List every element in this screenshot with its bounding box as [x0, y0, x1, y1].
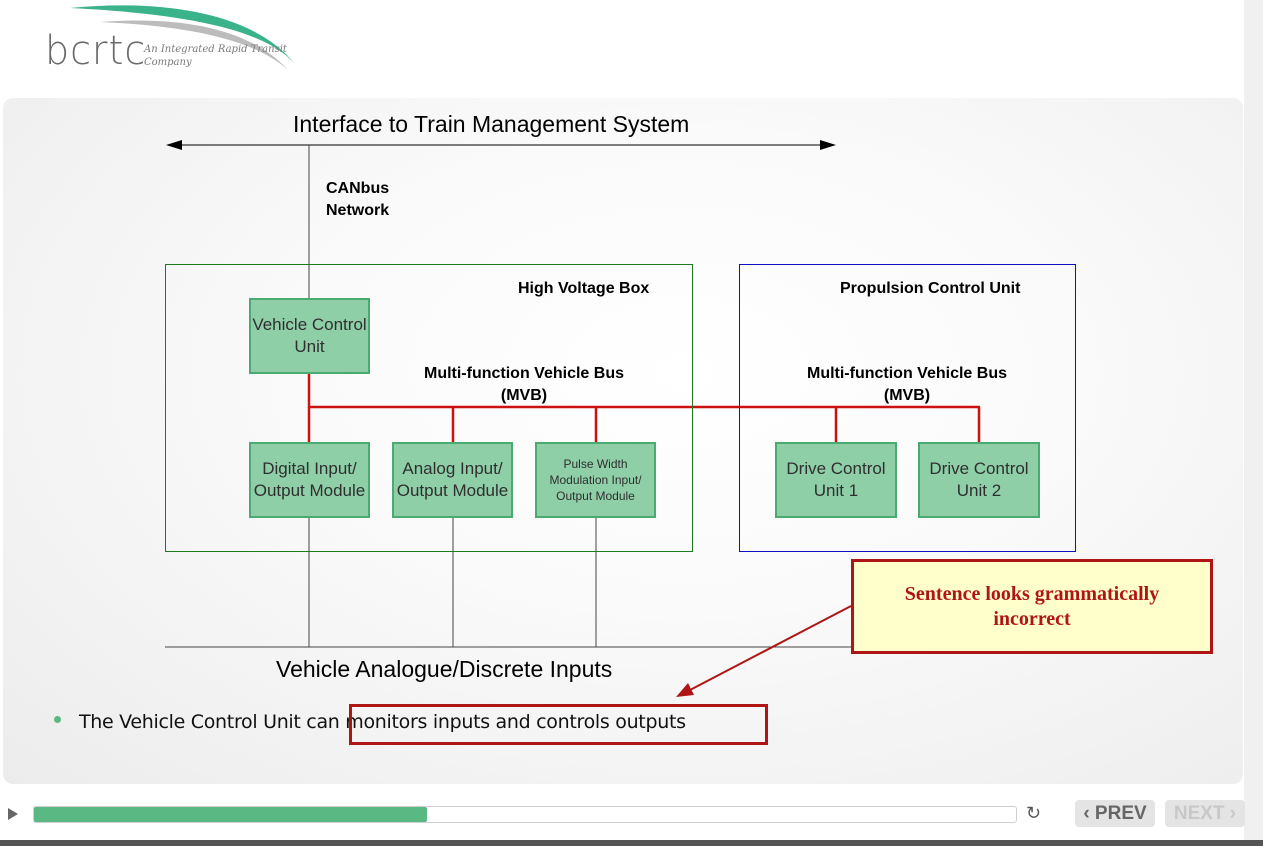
replay-icon[interactable]: ↻	[1026, 803, 1042, 823]
drive-control-unit-2-box: Drive Control Unit 2	[918, 442, 1040, 518]
drive-control-unit-1-box: Drive Control Unit 1	[775, 442, 897, 518]
bottom-strip	[0, 840, 1263, 846]
prev-button[interactable]: ‹ PREV	[1075, 800, 1155, 827]
bullet-text: The Vehicle Control Unit can monitors in…	[79, 711, 686, 733]
bcrtc-logo: bcrtc An Integrated Rapid Transit Compan…	[40, 0, 310, 80]
vertical-scrollbar[interactable]	[1244, 0, 1263, 846]
analog-io-module-box: Analog Input/ Output Module	[392, 442, 513, 518]
pwm-io-module-box: Pulse Width Modulation Input/ Output Mod…	[535, 442, 656, 518]
mvb-label-left: Multi-function Vehicle Bus (MVB)	[423, 365, 624, 404]
digital-io-module-box: Digital Input/ Output Module	[249, 442, 370, 518]
annotation-callout: Sentence looks grammatically incorrect	[851, 559, 1213, 654]
vehicle-inputs-label: Vehicle Analogue/Discrete Inputs	[276, 656, 613, 682]
logo-tagline: An Integrated Rapid Transit Company	[144, 44, 287, 68]
propulsion-control-unit-region	[739, 264, 1076, 552]
next-button[interactable]: NEXT ›	[1165, 800, 1245, 827]
error-highlight-box	[349, 704, 768, 745]
vehicle-control-unit-box: Vehicle Control Unit	[249, 298, 370, 374]
progress-fill	[34, 807, 427, 822]
canbus-label: CANbus Network	[326, 180, 390, 219]
mvb-label-right: Multi-function Vehicle Bus (MVB)	[806, 365, 1007, 404]
progress-bar[interactable]	[33, 806, 1017, 823]
logo-wordmark: bcrtc	[45, 28, 147, 74]
bullet-dot-icon	[54, 716, 61, 723]
logo-swoosh	[70, 5, 295, 70]
high-voltage-box-label: High Voltage Box	[518, 280, 650, 297]
slide-panel	[3, 98, 1243, 784]
play-icon[interactable]	[8, 808, 18, 820]
diagram-title: Interface to Train Management System	[293, 111, 690, 137]
high-voltage-box-region	[165, 264, 693, 552]
propulsion-control-unit-label: Propulsion Control Unit	[840, 280, 1021, 297]
